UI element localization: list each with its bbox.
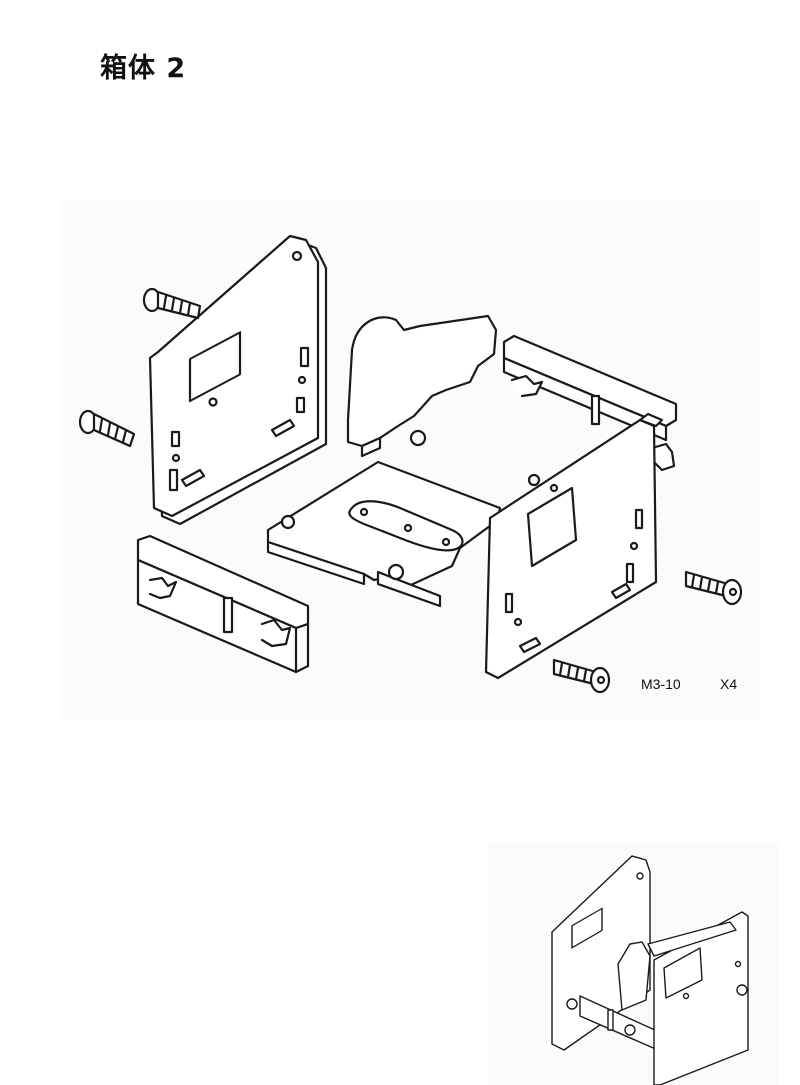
screw-right-upper [684, 570, 743, 606]
screw-mid-left [78, 409, 136, 448]
page-title: 箱体 2 [100, 53, 187, 84]
screw-quantity-label: X4 [720, 676, 738, 692]
left-side-plate [148, 234, 328, 526]
servo-bracket-upright [346, 314, 498, 458]
front-cross-bar [136, 534, 310, 674]
screw-spec-label: M3-10 [641, 676, 681, 692]
back-cross-bar [502, 334, 678, 472]
screw-top-left [142, 287, 202, 320]
screw-right-lower [552, 658, 611, 694]
base-plate [266, 460, 502, 608]
right-side-plate [484, 412, 664, 680]
assembled-box-preview [551, 855, 749, 1085]
